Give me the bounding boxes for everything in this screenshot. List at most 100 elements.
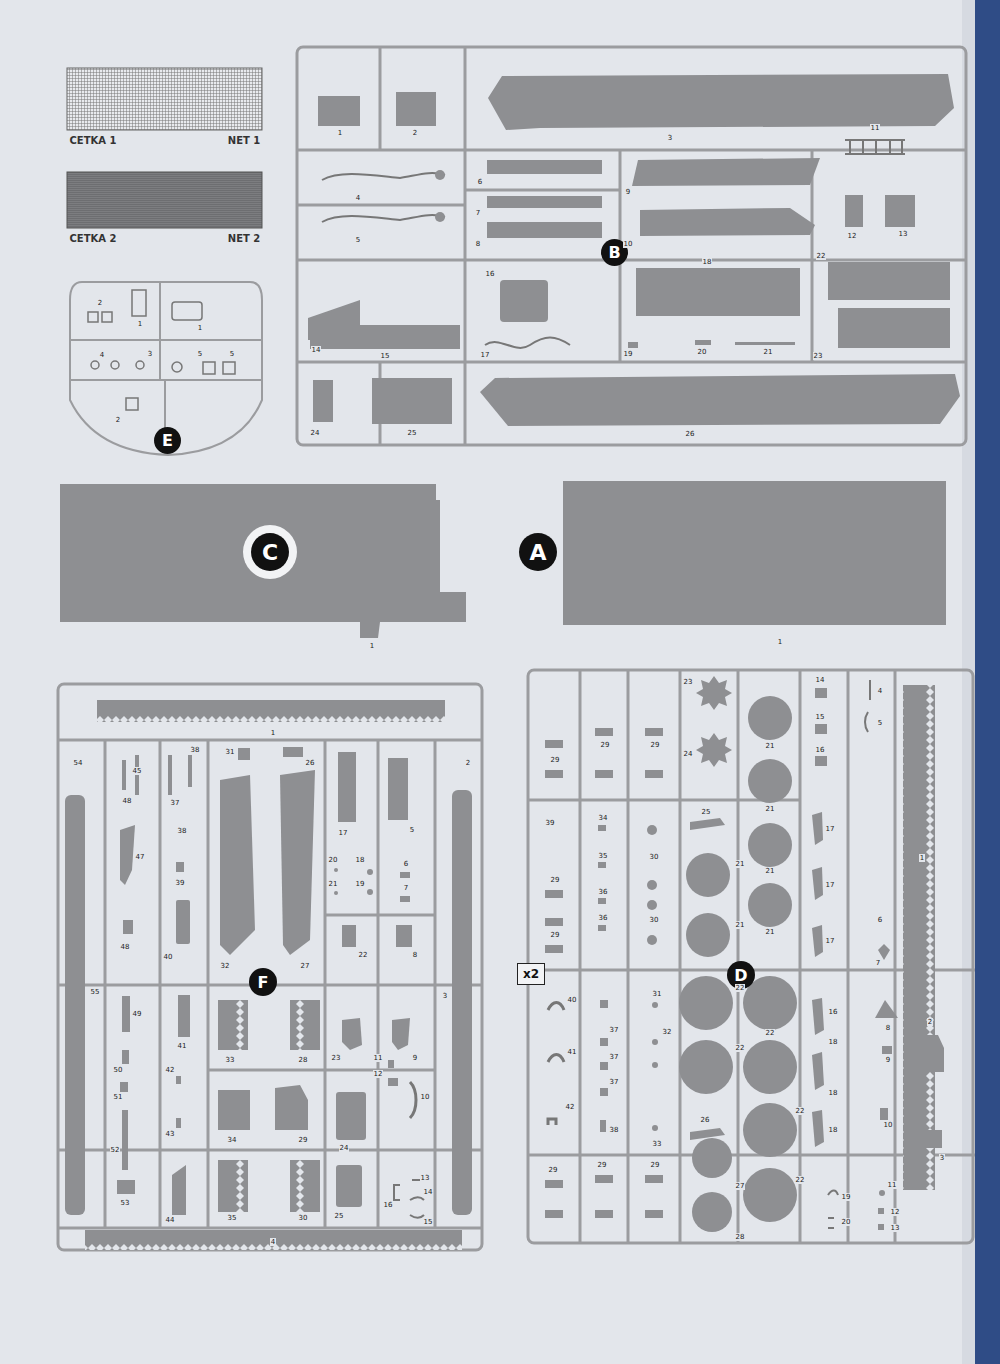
part-number: 18 xyxy=(828,1089,839,1097)
part-number: 30 xyxy=(298,1214,309,1222)
part-number: 24 xyxy=(683,750,694,758)
part-number: 29 xyxy=(550,876,561,884)
part-number: 12 xyxy=(373,1070,384,1078)
part-number: 7 xyxy=(403,884,409,892)
part-number: 17 xyxy=(480,351,491,359)
part-number: 7 xyxy=(475,209,481,217)
part-number: 33 xyxy=(652,1140,663,1148)
part-number: 39 xyxy=(175,879,186,887)
part-number: 30 xyxy=(649,916,660,924)
part-number: 45 xyxy=(132,767,143,775)
part-number: 29 xyxy=(548,1166,559,1174)
part-number: 13 xyxy=(420,1174,431,1182)
part-number: 6 xyxy=(403,860,409,868)
part-number: 17 xyxy=(825,881,836,889)
part-number: 5 xyxy=(877,719,883,727)
part-number: 17 xyxy=(825,937,836,945)
part-number: 29 xyxy=(298,1136,309,1144)
part-number: 33 xyxy=(225,1056,236,1064)
part-number: 4 xyxy=(355,194,361,202)
part-number: 29 xyxy=(650,1161,661,1169)
part-number: 2 xyxy=(465,759,471,767)
part-number: 52 xyxy=(110,1146,121,1154)
part-number: 34 xyxy=(227,1136,238,1144)
sprue-letter: A xyxy=(529,540,546,565)
part-number: 48 xyxy=(122,797,133,805)
part-number: 18 xyxy=(702,258,713,266)
part-number: 22 xyxy=(816,252,827,260)
part-number: 37 xyxy=(609,1053,620,1061)
part-number: 39 xyxy=(545,819,556,827)
net-caption: CETKA 2 xyxy=(69,233,118,245)
part-number: 14 xyxy=(423,1188,434,1196)
part-number: 12 xyxy=(847,232,858,240)
part-number: 8 xyxy=(885,1024,891,1032)
part-number: 1 xyxy=(197,324,203,332)
part-number: 10 xyxy=(883,1121,894,1129)
part-number: 18 xyxy=(828,1038,839,1046)
sprue-letter-badge: F xyxy=(249,968,277,996)
sprue-letter: C xyxy=(262,540,278,565)
part-number: 5 xyxy=(409,826,415,834)
sprue-letter: F xyxy=(258,973,269,992)
part-number: 21 xyxy=(328,880,339,888)
part-number: 35 xyxy=(598,852,609,860)
part-number: 42 xyxy=(565,1103,576,1111)
part-number: 4 xyxy=(270,1238,276,1246)
part-number: 37 xyxy=(170,799,181,807)
part-number: 21 xyxy=(735,921,746,929)
part-number: 49 xyxy=(132,1010,143,1018)
part-number: 7 xyxy=(875,959,881,967)
part-number: 28 xyxy=(298,1056,309,1064)
part-number: 9 xyxy=(412,1054,418,1062)
quantity-box: x2 xyxy=(517,963,545,985)
part-number: 29 xyxy=(597,1161,608,1169)
part-number: 22 xyxy=(795,1176,806,1184)
part-number: 21 xyxy=(763,348,774,356)
part-number: 37 xyxy=(609,1078,620,1086)
part-number: 27 xyxy=(300,962,311,970)
part-number: 4 xyxy=(877,687,883,695)
net-caption: NET 1 xyxy=(227,135,261,147)
part-number: 13 xyxy=(890,1224,901,1232)
part-number: 43 xyxy=(165,1130,176,1138)
part-number: 23 xyxy=(683,678,694,686)
part-number: 3 xyxy=(442,992,448,1000)
part-number: 24 xyxy=(339,1144,350,1152)
part-number: 3 xyxy=(939,1154,945,1162)
part-number: 10 xyxy=(420,1093,431,1101)
part-number: 23 xyxy=(331,1054,342,1062)
part-number: 15 xyxy=(815,713,826,721)
part-number: 29 xyxy=(650,741,661,749)
part-number: 32 xyxy=(220,962,231,970)
part-number: 8 xyxy=(475,240,481,248)
part-number: 20 xyxy=(841,1218,852,1226)
part-number: 44 xyxy=(165,1216,176,1224)
part-number: 1 xyxy=(369,642,375,650)
part-number: 38 xyxy=(177,827,188,835)
part-number: 32 xyxy=(662,1028,673,1036)
part-number: 2 xyxy=(115,416,121,424)
sprue-letter: E xyxy=(162,431,173,450)
part-number: 21 xyxy=(735,860,746,868)
part-number: 38 xyxy=(609,1126,620,1134)
part-number: 29 xyxy=(550,756,561,764)
part-number: 14 xyxy=(311,346,322,354)
part-number: 3 xyxy=(667,134,673,142)
part-number: 21 xyxy=(765,867,776,875)
part-number: 55 xyxy=(90,988,101,996)
part-number: 2 xyxy=(412,129,418,137)
part-number: 11 xyxy=(373,1054,384,1062)
part-number: 22 xyxy=(735,1044,746,1052)
part-number: 1 xyxy=(270,729,276,737)
part-number: 36 xyxy=(598,914,609,922)
part-number: 42 xyxy=(165,1066,176,1074)
net-caption: CETKA 1 xyxy=(69,135,118,147)
part-number: 21 xyxy=(765,742,776,750)
part-number: 26 xyxy=(700,1116,711,1124)
part-number: 34 xyxy=(598,814,609,822)
part-number: 41 xyxy=(567,1048,578,1056)
part-number: 2 xyxy=(927,1018,933,1026)
part-number: 11 xyxy=(870,124,881,132)
part-number: 29 xyxy=(600,741,611,749)
